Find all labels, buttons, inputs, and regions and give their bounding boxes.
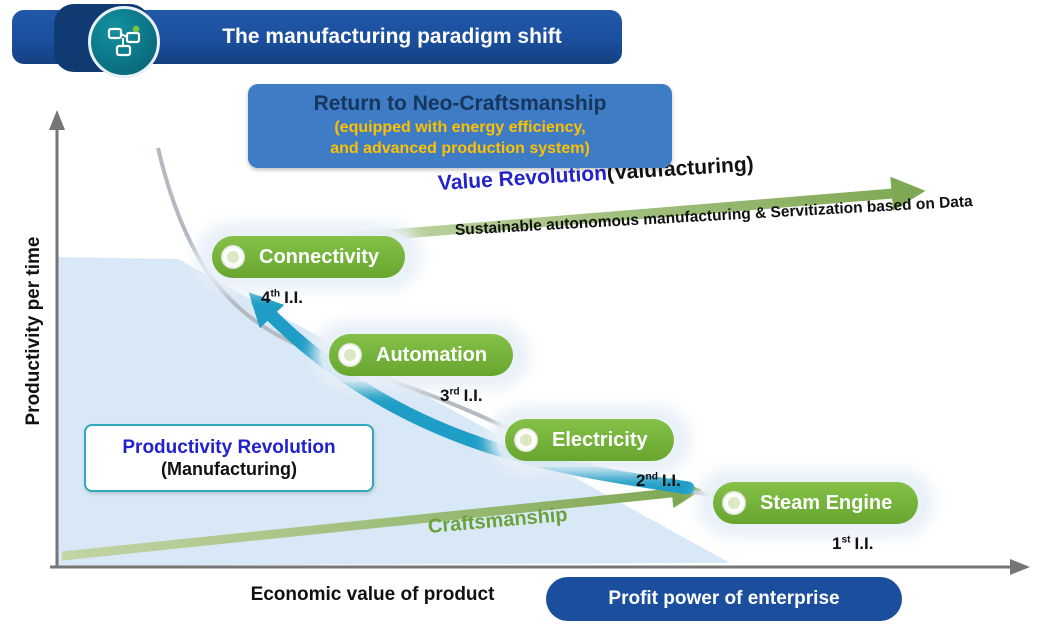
stage-glow: Automation: [320, 328, 523, 382]
stage-label: Electricity: [552, 428, 648, 451]
neo-craftsmanship-box: Return to Neo-Craftsmanship (equipped wi…: [248, 84, 672, 168]
neo-craftsmanship-title: Return to Neo-Craftsmanship: [313, 92, 607, 116]
value-revolution-arrow: [347, 176, 926, 243]
stage-label: Automation: [376, 343, 488, 366]
productivity-revolution-arrow: [248, 292, 695, 495]
stage-bullet-icon: [514, 428, 538, 452]
stage-label: Steam Engine: [760, 491, 893, 514]
stage-bullet-icon: [722, 491, 746, 515]
manufacturing-icon: [88, 6, 160, 78]
stage-glow: Connectivity: [203, 230, 415, 284]
profit-power-pill: Profit power of enterprise: [546, 577, 902, 621]
productivity-revolution-box: Productivity Revolution (Manufacturing): [84, 424, 374, 492]
stage-label: Connectivity: [259, 245, 380, 268]
stage-pill: Connectivity: [212, 236, 406, 278]
stage-bullet-icon: [221, 245, 245, 269]
stage-glow: Steam Engine: [704, 476, 928, 530]
y-axis-arrow: [49, 110, 65, 130]
stage-pill: Automation: [329, 334, 514, 376]
neo-craftsmanship-subtitle: (equipped with energy efficiency, and ad…: [330, 119, 590, 157]
craftsmanship-arrow: [61, 477, 703, 561]
stage-bullet-icon: [338, 343, 362, 367]
stage-pill: Electricity: [505, 419, 674, 461]
productivity-revolution-label: Productivity Revolution: [122, 436, 336, 458]
x-axis-arrow: [1010, 559, 1030, 575]
y-axis-label: Productivity per time: [23, 236, 44, 426]
manufacturing-label: (Manufacturing): [161, 458, 297, 479]
stage-pill: Steam Engine: [713, 482, 919, 524]
stage-glow: Electricity: [496, 413, 683, 467]
manufacturing-icon-glyph: [107, 25, 141, 57]
page-title: The manufacturing paradigm shift: [222, 25, 562, 48]
x-axis-label: Economic value of product: [250, 584, 495, 605]
